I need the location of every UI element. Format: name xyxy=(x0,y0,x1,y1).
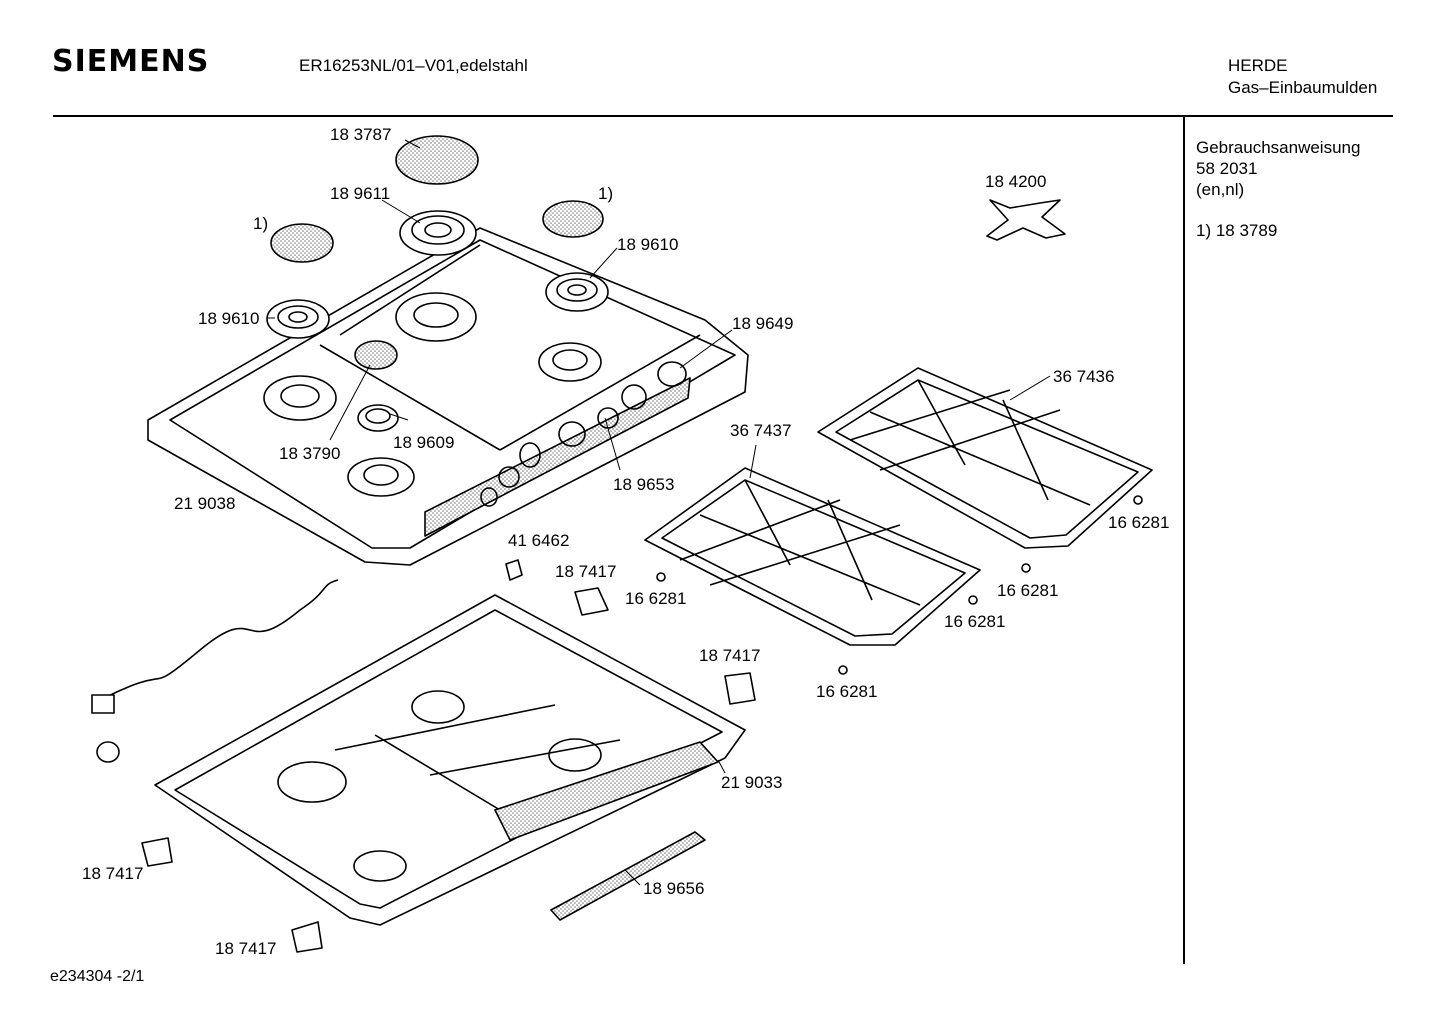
spacer-part xyxy=(505,559,523,581)
part-label-189610-right: 18 9610 xyxy=(617,235,678,254)
rubber-foot-c xyxy=(1021,563,1031,573)
part-label-189649: 18 9649 xyxy=(732,314,793,333)
rubber-foot-e xyxy=(838,665,848,675)
part-label-189610-left: 18 9610 xyxy=(198,309,259,328)
part-label-184200: 18 4200 xyxy=(985,172,1046,191)
part-label-189609: 18 9609 xyxy=(393,433,454,452)
leader-lines xyxy=(268,139,1051,886)
part-label-187417-b: 18 7417 xyxy=(699,646,760,665)
clamp-part-c xyxy=(141,837,173,867)
category-title: HERDE xyxy=(1228,56,1288,75)
part-label-189611: 18 9611 xyxy=(330,184,390,203)
manual-languages: (en,nl) xyxy=(1196,180,1245,199)
part-label-367437: 36 7437 xyxy=(730,421,791,440)
header-divider xyxy=(53,115,1393,117)
pan-support-right xyxy=(817,367,1153,549)
footnote: 1) 18 3789 xyxy=(1196,221,1278,240)
burner-medium-right xyxy=(545,272,609,312)
exploded-parts-diagram: 18 3787 18 9611 1) 1) 18 4200 18 9610 18… xyxy=(82,125,1169,958)
brand-logo: SIEMENS xyxy=(52,44,210,79)
manual-number: 58 2031 xyxy=(1196,159,1258,178)
rubber-foot-a xyxy=(656,572,666,582)
clamp-part-b xyxy=(724,672,756,705)
part-label-166281-b: 16 6281 xyxy=(1108,513,1169,532)
footnote-marker-right: 1) xyxy=(598,184,613,203)
burner-small xyxy=(357,404,399,432)
part-label-189656: 18 9656 xyxy=(643,879,704,898)
burner-medium-left xyxy=(266,299,330,339)
burner-cap-footnote-right xyxy=(542,200,604,238)
clamp-part-a xyxy=(574,587,609,616)
seal-strip xyxy=(550,831,706,921)
model-number: ER16253NL/01–V01,edelstahl xyxy=(299,56,528,75)
part-label-187417-c: 18 7417 xyxy=(82,864,143,883)
part-label-166281-a: 16 6281 xyxy=(625,589,686,608)
ignition-switch xyxy=(96,741,120,763)
part-label-166281-e: 16 6281 xyxy=(816,682,877,701)
part-label-416462: 41 6462 xyxy=(508,531,569,550)
cross-support xyxy=(986,199,1066,241)
part-label-183790: 18 3790 xyxy=(279,444,340,463)
part-label-166281-c: 16 6281 xyxy=(997,581,1058,600)
pan-support-left xyxy=(644,467,981,646)
power-cable xyxy=(99,579,339,701)
rubber-foot-b xyxy=(1133,495,1143,505)
cooktop-top xyxy=(147,227,749,566)
part-label-189653: 18 9653 xyxy=(613,475,674,494)
rubber-foot-d xyxy=(968,595,978,605)
sidebar-divider xyxy=(1183,116,1185,964)
part-label-187417-a: 18 7417 xyxy=(555,562,616,581)
part-label-219033: 21 9033 xyxy=(721,773,782,792)
cable-connector xyxy=(91,694,115,714)
burner-cap-large xyxy=(395,135,479,185)
category-subtitle: Gas–Einbaumulden xyxy=(1228,78,1378,97)
part-label-219038: 21 9038 xyxy=(174,494,235,513)
footnote-marker-left: 1) xyxy=(253,214,268,233)
manual-title: Gebrauchsanweisung xyxy=(1196,138,1361,157)
document-id: e234304 -2/1 xyxy=(50,968,145,985)
bottom-tray xyxy=(154,594,746,926)
clamp-part-d xyxy=(291,921,323,953)
burner-cap-small xyxy=(354,340,398,370)
part-label-367436: 36 7436 xyxy=(1053,367,1114,386)
burner-cap-footnote-left xyxy=(270,223,334,263)
part-label-187417-d: 18 7417 xyxy=(215,939,276,958)
part-label-166281-d: 16 6281 xyxy=(944,612,1005,631)
part-label-183787: 18 3787 xyxy=(330,125,391,144)
